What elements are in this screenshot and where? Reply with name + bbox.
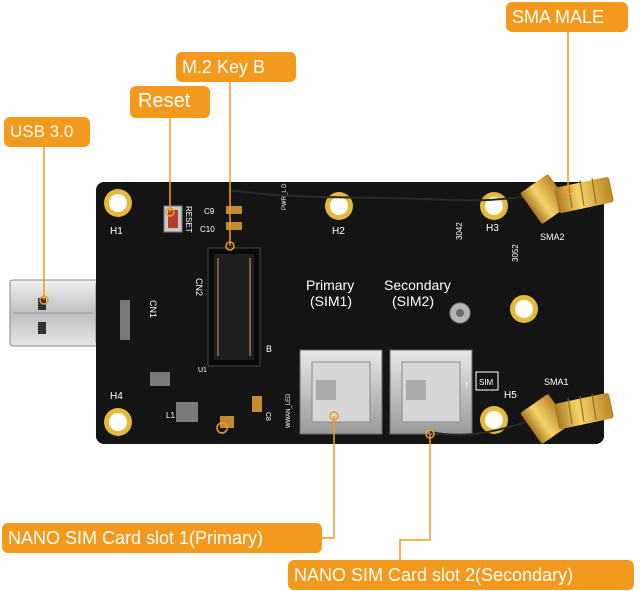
sim-slot-1 (299, 349, 383, 435)
silk-key-b: B (266, 344, 272, 354)
mounting-hole-h5 (480, 406, 508, 434)
sim-box (475, 371, 499, 391)
mounting-hole-h3 (480, 192, 508, 220)
silk-cn2: CN2 (194, 278, 204, 296)
leader-lines (39, 32, 573, 560)
silk-3052: 3052 (511, 244, 520, 262)
silk-u1: U1 (198, 367, 207, 374)
silk-h5: H5 (504, 390, 517, 401)
silk-3042: 3042 (455, 222, 464, 240)
silk-sma1: SMA1 (544, 377, 569, 387)
silk-h1: H1 (110, 226, 123, 237)
silk-sma2: SMA2 (540, 232, 565, 242)
arrow-up-icon: ↑ (464, 379, 470, 391)
silk-c10: C10 (200, 225, 215, 234)
usb-3-callout: USB 3.0 (4, 117, 90, 147)
sim-slot-2-callout: NANO SIM Card slot 2(Secondary) (288, 560, 634, 590)
silk-sim2: (SIM2) (392, 293, 434, 309)
sim-slot-1-callout: NANO SIM Card slot 1(Primary) (2, 523, 322, 553)
reset-callout: Reset (130, 86, 210, 118)
silk-sim1: (SIM1) (310, 293, 352, 309)
sma-male-callout: SMA MALE (506, 2, 628, 32)
sim-slot-2 (389, 349, 473, 435)
pcb-board: ↑ H1 H2 H3 H4 H5 CN1 CN2 RESET C9 C10 C8… (96, 182, 604, 444)
mounting-hole-h2 (325, 192, 353, 220)
sma-connector-bottom (520, 393, 614, 444)
silk-reset: RESET (184, 206, 193, 233)
m2-slot (207, 247, 261, 367)
silk-h4: H4 (110, 391, 123, 402)
m2-key-b-callout: M.2 Key B (176, 52, 296, 82)
reset-button (163, 205, 183, 233)
silk-h3: H3 (486, 223, 499, 234)
silk-primary: Primary (306, 277, 354, 293)
silk-l1: L1 (166, 411, 175, 420)
silk-c9: C9 (204, 207, 215, 216)
silk-cn1: CN1 (148, 300, 158, 318)
silk-h2: H2 (332, 226, 345, 237)
mounting-hole-h4 (104, 408, 132, 436)
mounting-hole-h1 (104, 189, 132, 217)
silk-sim-box: SIM (479, 378, 494, 387)
silk-wwan: WWAN_LED (286, 393, 292, 428)
silk-secondary: Secondary (384, 277, 451, 293)
silk-c8: C8 (264, 412, 271, 421)
mounting-hole-mid (510, 295, 538, 323)
